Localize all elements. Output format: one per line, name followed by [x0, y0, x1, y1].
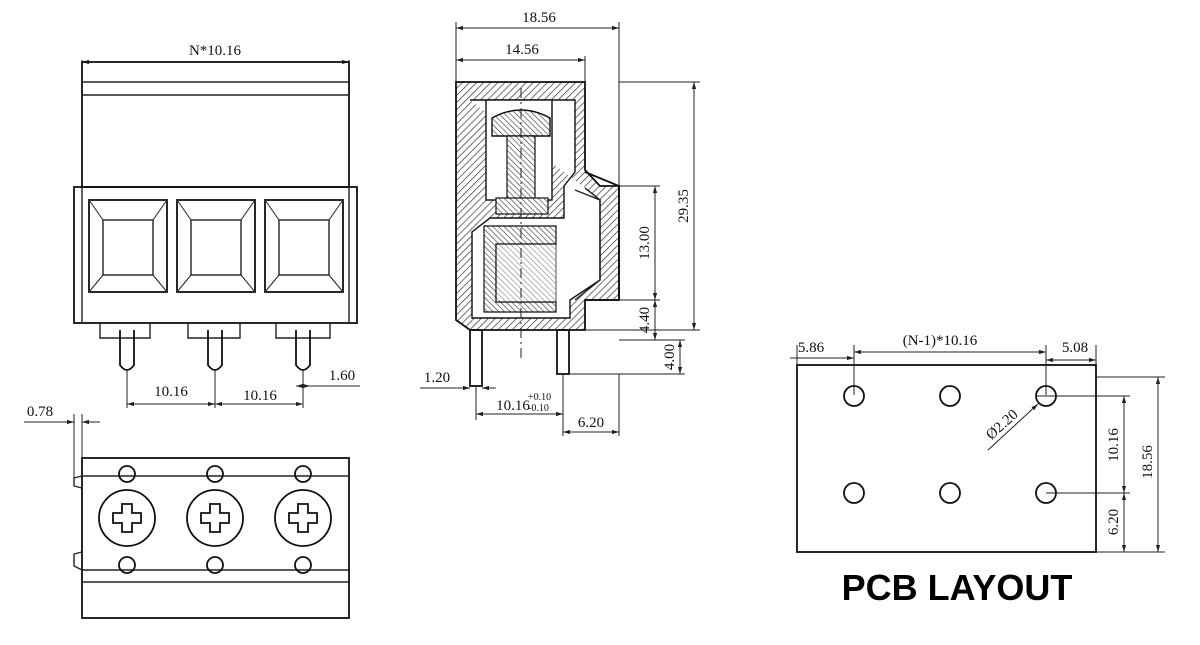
pcb-edge-label: 5.86 [798, 340, 825, 356]
front-pin-2 [207, 330, 223, 371]
front-pin-1 [119, 330, 135, 371]
screw-head-3 [274, 489, 332, 547]
top-test-hole [294, 556, 312, 574]
side-pin-thickness-label: 1.20 [424, 370, 450, 386]
side-foot-label: 6.20 [578, 415, 604, 431]
pcb-edge-right-label: 5.08 [1062, 340, 1088, 356]
pcb-hole [939, 482, 961, 504]
pcb-layout: 5.86 (N-1)*10.16 5.08 Ø2.20 10.16 18.56 … [790, 333, 1165, 608]
side-pin-left [469, 329, 483, 387]
front-view: N*10.16 [73, 43, 360, 408]
side-pitch-label: 10.16 [496, 398, 530, 414]
top-offset-label: 0.78 [27, 404, 53, 420]
pcb-pitch-label: (N-1)*10.16 [903, 333, 978, 349]
side-base-label: 4.40 [637, 307, 653, 333]
side-pin-right [556, 329, 570, 375]
side-inner-width-label: 14.56 [505, 42, 539, 58]
pcb-row-pitch-label: 10.16 [1106, 428, 1122, 462]
pcb-layout-title: PCB LAYOUT [842, 567, 1073, 608]
top-test-hole [206, 556, 224, 574]
top-test-hole [206, 465, 224, 483]
front-window-3 [264, 199, 344, 293]
screw-head-1 [98, 489, 156, 547]
pcb-outline [796, 364, 1097, 553]
side-overall-width-label: 18.56 [522, 10, 556, 26]
pcb-hole [843, 482, 865, 504]
top-test-hole [118, 556, 136, 574]
front-pin-3 [295, 330, 311, 371]
front-window-2 [176, 199, 256, 293]
screw-head-2 [186, 489, 244, 547]
front-pin-label: 1.60 [329, 368, 355, 384]
side-view: 18.56 14.56 29.35 13.00 [420, 10, 700, 436]
pcb-bottom-label: 6.20 [1106, 509, 1122, 535]
side-height-label: 29.35 [676, 189, 692, 223]
side-window-label: 13.00 [637, 226, 653, 260]
pcb-height-label: 18.56 [1140, 445, 1156, 479]
pcb-hole [939, 385, 961, 407]
side-tolerance-plus: +0.10 [528, 392, 551, 403]
front-pitch-label-2: 10.16 [243, 388, 277, 404]
top-test-hole [294, 465, 312, 483]
pcb-hole [843, 385, 865, 407]
front-window-1 [88, 199, 168, 293]
top-test-hole [118, 465, 136, 483]
front-pitch-label-1: 10.16 [154, 384, 188, 400]
side-pin-length-label: 4.00 [662, 344, 678, 370]
side-tolerance-minus: -0.10 [528, 403, 549, 414]
front-width-label: N*10.16 [189, 43, 242, 59]
top-view: 0.78 [24, 404, 350, 619]
